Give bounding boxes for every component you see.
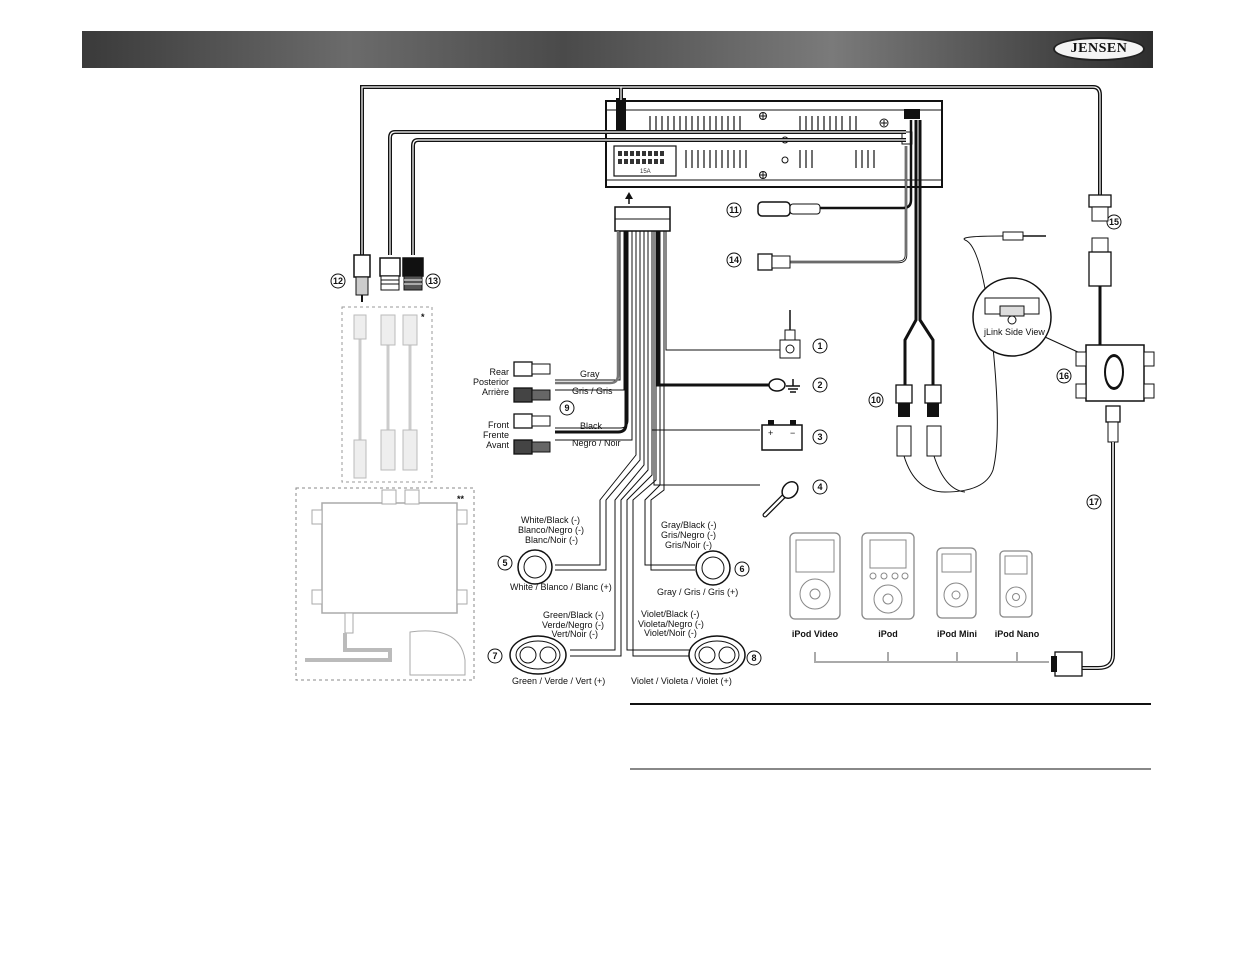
speaker-front-left — [517, 549, 553, 585]
callout-6: 6 — [739, 564, 744, 574]
callout-5: 5 — [502, 558, 507, 568]
jlink-side-view-label: jLink Side View — [983, 327, 1045, 337]
green-black-label: Green/Black (-) — [543, 610, 604, 620]
antenna-control-icon — [779, 310, 801, 359]
callout-13: 13 — [428, 276, 438, 286]
callout-2: 2 — [817, 380, 822, 390]
callout-9: 9 — [564, 403, 569, 413]
gray-black-label-fr: Gris/Noir (-) — [665, 540, 712, 550]
ipod-label: iPod — [878, 629, 898, 639]
fuse-label: 15A — [640, 169, 651, 175]
rear-label-es: Posterior — [473, 377, 509, 387]
front-label: Front — [488, 420, 510, 430]
white-black-label: White/Black (-) — [521, 515, 580, 525]
gray-black-label: Gray/Black (-) — [661, 520, 717, 530]
head-unit: 15A — [605, 100, 943, 188]
svg-text:+: + — [768, 428, 773, 438]
screw-icon — [759, 112, 889, 179]
mini-plug — [1002, 231, 1046, 241]
speaker-rear-right — [688, 635, 746, 675]
callout-8: 8 — [751, 653, 756, 663]
rca-13-connectors — [379, 257, 424, 291]
ipod-nano-label: iPod Nano — [995, 629, 1040, 639]
ipod-icon — [861, 532, 915, 620]
battery-icon: +− — [761, 420, 803, 451]
jlink-cable-connector — [1088, 194, 1112, 287]
svg-text:−: − — [790, 428, 795, 438]
front-label-fr: Avant — [486, 440, 509, 450]
optional-rca-box — [341, 306, 433, 483]
violet-label: Violet / Violeta / Violet (+) — [631, 676, 732, 686]
rca-front-connectors — [513, 413, 551, 455]
callout-17: 17 — [1089, 497, 1099, 507]
unit-plug — [616, 98, 626, 130]
green-label: Green / Verde / Vert (+) — [512, 676, 605, 686]
callout-7: 7 — [492, 651, 497, 661]
aux-rca-connectors — [895, 384, 942, 457]
main-harness-plug — [614, 206, 671, 232]
antenna-plug-14 — [757, 253, 791, 271]
white-black-label-fr: Blanc/Noir (-) — [525, 535, 578, 545]
ipod-mini-icon — [936, 547, 977, 619]
double-star: ** — [457, 494, 465, 504]
ground-icon — [768, 378, 800, 393]
green-black-label-es: Verde/Negro (-) — [542, 620, 604, 630]
gray-black-label-es: Gris/Negro (-) — [661, 530, 716, 540]
gray-label: Gray / Gris / Gris (+) — [657, 587, 738, 597]
jlink-module — [1075, 344, 1155, 402]
green-black-label-fr: Vert/Noir (-) — [551, 629, 598, 639]
optional-amplifier-box — [295, 487, 475, 681]
jlink-side-view — [972, 277, 1081, 357]
callout-4: 4 — [817, 482, 822, 492]
ipod-nano-icon — [999, 550, 1033, 618]
violet-black-label: Violet/Black (-) — [641, 609, 699, 619]
callout-12: 12 — [333, 276, 343, 286]
black-wire-label-es-fr: Negro / Noir — [572, 438, 621, 448]
rca-12-connector — [353, 254, 371, 302]
ipod-video-label: iPod Video — [792, 629, 839, 639]
single-star: * — [421, 312, 425, 322]
ignition-key-icon — [762, 481, 799, 518]
ipod-mini-label: iPod Mini — [937, 629, 977, 639]
callouts — [330, 202, 1122, 666]
callout-3: 3 — [817, 432, 822, 442]
front-label-es: Frente — [483, 430, 509, 440]
callout-15: 15 — [1109, 217, 1119, 227]
white-black-label-es: Blanco/Negro (-) — [518, 525, 584, 535]
rear-label-fr: Arrière — [482, 387, 509, 397]
violet-black-label-es: Violeta/Negro (-) — [638, 619, 704, 629]
speaker-rear-left — [509, 635, 567, 675]
callout-1: 1 — [817, 341, 822, 351]
rear-label: Rear — [489, 367, 509, 377]
speaker-front-right — [695, 550, 731, 586]
ipod-video-icon — [789, 532, 841, 620]
black-wire-label: Black — [580, 421, 603, 431]
callout-11: 11 — [729, 205, 739, 215]
violet-black-label-fr: Violet/Noir (-) — [644, 628, 697, 638]
gray-wire-label-es-fr: Gris / Gris — [572, 386, 613, 396]
jensen-logo: JENSEN — [1053, 37, 1145, 61]
callout-16: 16 — [1059, 371, 1069, 381]
header-banner: JENSEN — [82, 31, 1153, 68]
gray-wire-label: Gray — [580, 369, 600, 379]
rca-rear-connectors — [513, 361, 551, 403]
callout-14: 14 — [729, 255, 739, 265]
callout-10: 10 — [871, 395, 881, 405]
ipod-bracket — [814, 652, 1049, 663]
white-label: White / Blanco / Blanc (+) — [510, 582, 612, 592]
antenna-jack-11 — [757, 201, 821, 217]
jlink-ipod-cable — [1051, 405, 1121, 677]
